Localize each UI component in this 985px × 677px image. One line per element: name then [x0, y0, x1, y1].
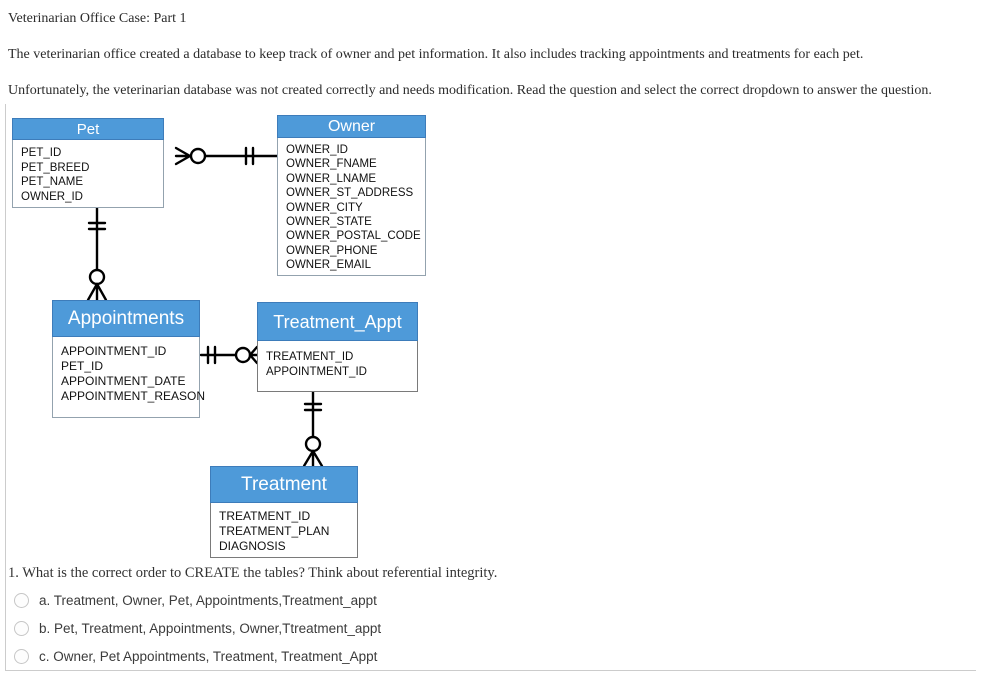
table-field: OWNER_CITY [286, 201, 363, 214]
table-field: PET_ID [21, 147, 62, 159]
answer-option-b[interactable]: b. Pet, Treatment, Appointments, Owner,T… [14, 621, 968, 636]
table-field: APPOINTMENT_DATE [61, 374, 186, 388]
answer-option-c-label[interactable]: c. Owner, Pet Appointments, Treatment, T… [39, 649, 378, 664]
intro-paragraph-2: Unfortunately, the veterinarian database… [8, 83, 932, 98]
table-treatment-appt-fields: TREATMENT_ID APPOINTMENT_ID [257, 341, 418, 392]
answer-option-b-label[interactable]: b. Pet, Treatment, Appointments, Owner,T… [39, 621, 382, 636]
table-pet-fields: PET_ID PET_BREED PET_NAME OWNER_ID [12, 140, 164, 208]
one-and-only-one-icon [244, 146, 255, 166]
table-treatment-header: Treatment [210, 466, 358, 503]
one-and-only-one-icon [303, 402, 323, 412]
zero-cardinality-icon [234, 346, 252, 364]
table-appointments-header: Appointments [52, 300, 200, 337]
table-field: OWNER_STATE [286, 216, 372, 229]
content-frame [5, 104, 976, 671]
radio-button-a[interactable] [14, 593, 29, 608]
table-treatment-appt-header: Treatment_Appt [257, 302, 418, 341]
answer-option-a[interactable]: a. Treatment, Owner, Pet, Appointments,T… [14, 593, 968, 608]
table-treatment-appt: Treatment_Appt TREATMENT_ID APPOINTMENT_I… [257, 302, 418, 392]
table-field: TREATMENT_PLAN [219, 524, 330, 538]
zero-cardinality-icon [189, 147, 207, 165]
table-field: DIAGNOSIS [219, 539, 286, 553]
relationship-treatmentappt-treatment [302, 390, 324, 468]
question-block: 1. What is the correct order to CREATE t… [8, 565, 968, 677]
answer-option-a-label[interactable]: a. Treatment, Owner, Pet, Appointments,T… [39, 593, 377, 608]
relationship-pet-owner [174, 146, 279, 166]
intro-paragraph-1: The veterinarian office created a databa… [8, 47, 864, 62]
table-field: PET_ID [61, 359, 104, 373]
table-owner-header: Owner [277, 115, 426, 138]
crow-foot-many-icon [174, 146, 192, 166]
one-and-only-one-icon [206, 345, 217, 365]
table-field: APPOINTMENT_ID [266, 365, 367, 378]
table-field: TREATMENT_ID [219, 509, 311, 523]
table-field: OWNER_ID [21, 190, 83, 203]
table-field: OWNER_ST_ADDRESS [286, 187, 414, 200]
crow-foot-many-icon [86, 282, 108, 302]
table-field: OWNER_LNAME [286, 172, 377, 185]
table-field: APPOINTMENT_REASON [61, 389, 206, 403]
relationship-appointments-treatmentappt [199, 345, 259, 365]
table-field: OWNER_POSTAL_CODE [286, 230, 421, 243]
radio-button-c[interactable] [14, 649, 29, 664]
one-and-only-one-icon [87, 221, 107, 231]
radio-button-b[interactable] [14, 621, 29, 636]
er-diagram: Pet PET_ID PET_BREED PET_NAME OWNER_ID Owne… [0, 108, 470, 570]
zero-cardinality-icon [88, 268, 106, 286]
table-field: APPOINTMENT_ID [61, 344, 167, 358]
table-pet-header: Pet [12, 118, 164, 140]
table-field: TREATMENT_ID [266, 351, 354, 363]
table-field: PET_NAME [21, 176, 83, 188]
answer-option-c[interactable]: c. Owner, Pet Appointments, Treatment, T… [14, 649, 968, 664]
intro-text-block: Veterinarian Office Case: Part 1 The vet… [8, 0, 978, 102]
crow-foot-many-icon [302, 449, 324, 468]
table-field: OWNER_ID [286, 144, 348, 156]
relationship-pet-appointments [86, 206, 108, 302]
table-field: OWNER_EMAIL [286, 259, 371, 272]
table-pet: Pet PET_ID PET_BREED PET_NAME OWNER_ID [12, 118, 164, 208]
crow-foot-many-icon [248, 345, 259, 365]
page-title: Veterinarian Office Case: Part 1 [8, 11, 187, 26]
table-field: OWNER_FNAME [286, 158, 377, 171]
question-text: 1. What is the correct order to CREATE t… [8, 565, 498, 581]
table-field: PET_BREED [21, 161, 90, 174]
table-field: OWNER_PHONE [286, 244, 378, 257]
zero-cardinality-icon [304, 435, 322, 453]
